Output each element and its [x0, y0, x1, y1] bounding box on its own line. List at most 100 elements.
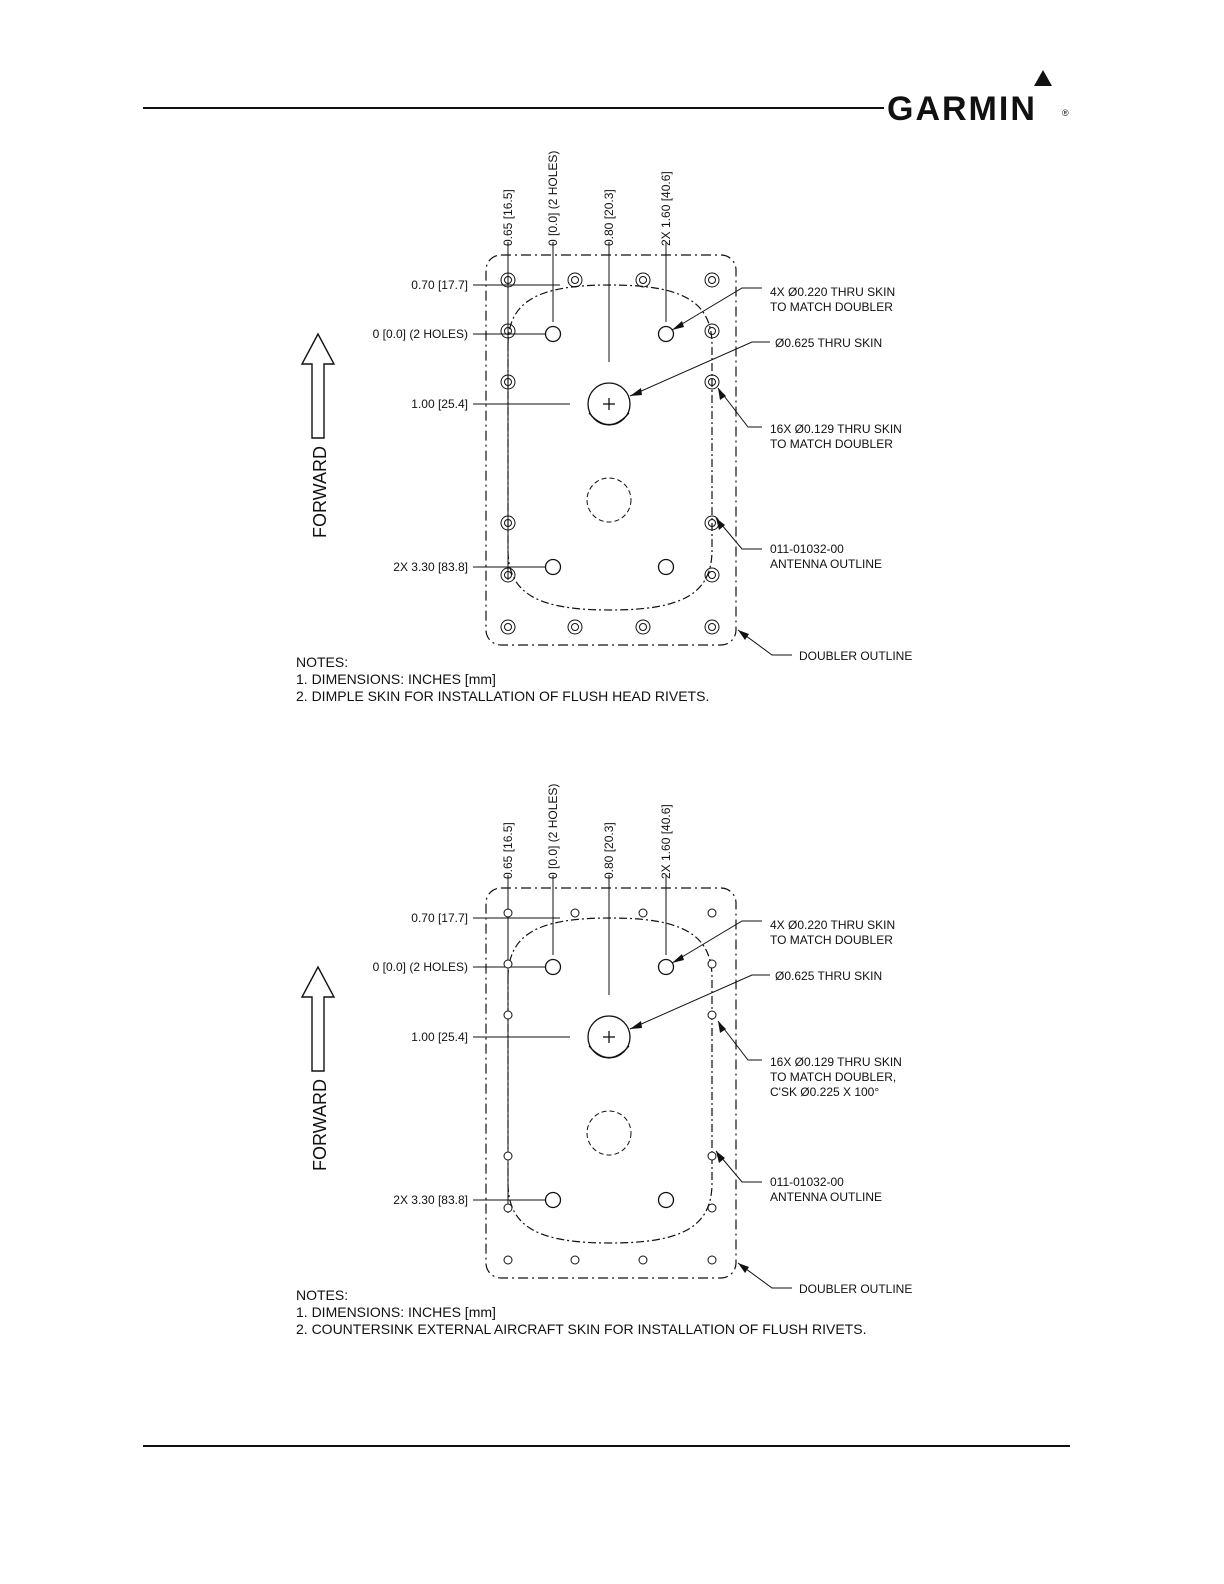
rivet-holes — [503, 908, 717, 1265]
arrowhead-icon — [718, 1021, 726, 1033]
rivet-hole — [704, 374, 720, 390]
callout-large-holes-2: TO MATCH DOUBLER — [770, 933, 893, 947]
rivet-hole — [635, 619, 651, 635]
large-holes — [544, 325, 675, 576]
callout-antenna-1: 011-01032-00 — [770, 1175, 844, 1189]
callout-large-holes-1: 4X Ø0.220 THRU SKIN — [770, 918, 895, 932]
callout-rivet-holes-1: 16X Ø0.129 THRU SKIN — [770, 1055, 902, 1069]
arrowhead-icon — [630, 388, 642, 396]
logo-wordmark: GARMIN — [887, 90, 1037, 128]
leader-doubler — [737, 629, 792, 656]
large-hole — [657, 325, 675, 343]
arrowhead-icon — [672, 954, 684, 963]
rivet-hole — [707, 1255, 717, 1265]
callout-rivet-holes-2: TO MATCH DOUBLER, — [770, 1070, 896, 1084]
callout-center-hole: Ø0.625 THRU SKIN — [775, 336, 882, 350]
rivet-hole — [503, 1203, 513, 1213]
rivet-hole — [638, 908, 648, 918]
large-hole — [544, 558, 562, 576]
vdim-label-2: 0 [0.0] (2 HOLES) — [546, 151, 560, 246]
rivet-hole — [500, 515, 516, 531]
logo-registered-mark: ® — [1062, 108, 1069, 118]
rivet-hole — [503, 959, 513, 969]
forward-arrow-icon — [300, 332, 336, 439]
drawing-countersunk: 0.65 [16.5] 0 [0.0] (2 HOLES) 0.80 [20.3… — [0, 763, 1224, 1383]
leader-rivet-holes — [717, 1020, 762, 1061]
hdim-label-1: 0.70 [17.7] — [411, 278, 468, 292]
rivet-hole — [500, 374, 516, 390]
arrowhead-icon — [738, 630, 749, 640]
forward-arrow-icon — [300, 965, 336, 1072]
antenna-outline — [507, 917, 713, 1244]
rivet-hole — [503, 1151, 513, 1161]
large-hole — [657, 558, 675, 576]
doubler-outline — [485, 254, 737, 646]
leader-doubler — [737, 1262, 792, 1289]
rivet-hole — [707, 1151, 717, 1161]
large-hole — [657, 958, 675, 976]
callout-antenna-1: 011-01032-00 — [770, 542, 844, 556]
rivet-hole — [707, 1203, 717, 1213]
rivet-hole — [707, 908, 717, 918]
rivet-hole — [500, 567, 516, 583]
callout-antenna-2: ANTENNA OUTLINE — [770, 557, 882, 571]
garmin-logo: GARMIN ® — [887, 66, 1073, 128]
drawing-svg: 0.65 [16.5] 0 [0.0] (2 HOLES) 0.80 [20.3… — [300, 151, 912, 663]
vdim-label-1: 0.65 [16.5] — [501, 189, 515, 246]
note-item: 2. DIMPLE SKIN FOR INSTALLATION OF FLUSH… — [296, 688, 710, 704]
logo-triangle-icon — [1034, 70, 1052, 86]
vdim-label-4: 2X 1.60 [40.6] — [659, 171, 673, 246]
drawing-svg: 0.65 [16.5] 0 [0.0] (2 HOLES) 0.80 [20.3… — [300, 784, 912, 1296]
rivet-hole — [503, 908, 513, 918]
note-item: 1. DIMENSIONS: INCHES [mm] — [296, 1304, 496, 1320]
rivet-hole — [503, 1010, 513, 1020]
header-rule — [143, 107, 884, 109]
vdim-label-2: 0 [0.0] (2 HOLES) — [546, 784, 560, 879]
rivet-hole — [704, 272, 720, 288]
footer-rule — [143, 1445, 1070, 1447]
rivet-hole — [570, 1255, 580, 1265]
leader-antenna — [715, 1150, 762, 1183]
callout-doubler: DOUBLER OUTLINE — [799, 1282, 912, 1296]
hdim-label-4: 2X 3.30 [83.8] — [393, 560, 468, 574]
leader-large-holes — [671, 920, 762, 964]
arrowhead-icon — [672, 321, 684, 330]
rivet-holes — [500, 272, 720, 635]
hdim-label-2: 0 [0.0] (2 HOLES) — [373, 327, 468, 341]
large-hole — [544, 958, 562, 976]
connector-outline — [586, 1110, 632, 1156]
callout-rivet-holes-2: TO MATCH DOUBLER — [770, 437, 893, 451]
large-hole — [657, 1191, 675, 1209]
vdim-label-3: 0.80 [20.3] — [602, 822, 616, 879]
large-holes — [544, 958, 675, 1209]
vdim-label-3: 0.80 [20.3] — [602, 189, 616, 246]
rivet-hole — [707, 1010, 717, 1020]
callout-large-holes-2: TO MATCH DOUBLER — [770, 300, 893, 314]
rivet-hole — [500, 272, 516, 288]
callout-antenna-2: ANTENNA OUTLINE — [770, 1190, 882, 1204]
center-hole — [587, 1015, 631, 1059]
callout-rivet-holes-1: 16X Ø0.129 THRU SKIN — [770, 422, 902, 436]
rivet-hole — [570, 908, 580, 918]
hdim-label-3: 1.00 [25.4] — [411, 397, 468, 411]
doubler-outline — [485, 887, 737, 1279]
hdim-label-1: 0.70 [17.7] — [411, 911, 468, 925]
callout-large-holes-1: 4X Ø0.220 THRU SKIN — [770, 285, 895, 299]
rivet-hole — [704, 323, 720, 339]
antenna-outline — [507, 284, 713, 611]
rivet-hole — [707, 959, 717, 969]
notes-block: NOTES: 1. DIMENSIONS: INCHES [mm] 2. COU… — [296, 1287, 866, 1338]
large-hole — [544, 325, 562, 343]
vdim-label-4: 2X 1.60 [40.6] — [659, 804, 673, 879]
arrowhead-icon — [718, 388, 726, 400]
rivet-hole — [704, 567, 720, 583]
rivet-hole — [567, 619, 583, 635]
leader-center-hole — [629, 341, 770, 397]
arrowhead-icon — [716, 1151, 725, 1163]
large-hole — [544, 1191, 562, 1209]
leader-rivet-holes — [717, 387, 762, 428]
forward-label: FORWARD — [310, 1079, 330, 1171]
hdim-label-4: 2X 3.30 [83.8] — [393, 1193, 468, 1207]
forward-label: FORWARD — [310, 446, 330, 538]
leader-center-hole — [629, 974, 770, 1030]
